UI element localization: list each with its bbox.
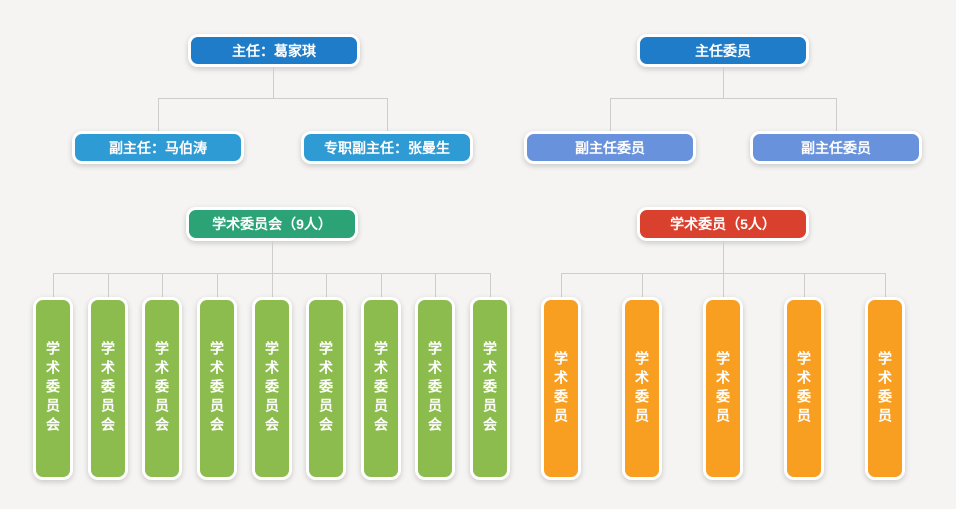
academic-committee-header-node[interactable]: 学术委员会（9人） bbox=[186, 207, 358, 241]
academic-committee-member-column[interactable]: 学术委员会 bbox=[197, 297, 237, 480]
connector-line bbox=[723, 273, 724, 297]
academic-committee-member-column[interactable]: 学术委员会 bbox=[33, 297, 73, 480]
connector-line bbox=[723, 67, 724, 98]
director-node[interactable]: 主任：葛家琪 bbox=[188, 34, 360, 67]
connector-line bbox=[272, 273, 273, 297]
academic-member-header-node[interactable]: 学术委员（5人） bbox=[637, 207, 809, 241]
deputy-chief-member-node-2[interactable]: 副主任委员 bbox=[750, 131, 922, 164]
connector-line bbox=[610, 98, 837, 99]
connector-line bbox=[217, 273, 218, 297]
connector-line bbox=[804, 273, 805, 297]
connector-line bbox=[158, 98, 159, 131]
academic-member-column[interactable]: 学术委员 bbox=[784, 297, 824, 480]
chief-member-node[interactable]: 主任委员 bbox=[637, 34, 809, 67]
connector-line bbox=[53, 273, 54, 297]
fulltime-deputy-director-node[interactable]: 专职副主任：张曼生 bbox=[301, 131, 473, 164]
connector-line bbox=[885, 273, 886, 297]
connector-line bbox=[561, 273, 562, 297]
connector-line bbox=[490, 273, 491, 297]
academic-committee-member-column[interactable]: 学术委员会 bbox=[415, 297, 455, 480]
connector-line bbox=[387, 98, 388, 131]
academic-member-column[interactable]: 学术委员 bbox=[865, 297, 905, 480]
connector-line bbox=[836, 98, 837, 131]
connector-line bbox=[610, 98, 611, 131]
academic-committee-member-column[interactable]: 学术委员会 bbox=[470, 297, 510, 480]
connector-line bbox=[381, 273, 382, 297]
connector-line bbox=[723, 241, 724, 273]
connector-line bbox=[435, 273, 436, 297]
connector-line bbox=[162, 273, 163, 297]
academic-committee-member-column[interactable]: 学术委员会 bbox=[252, 297, 292, 480]
academic-member-column[interactable]: 学术委员 bbox=[703, 297, 743, 480]
academic-committee-member-column[interactable]: 学术委员会 bbox=[361, 297, 401, 480]
deputy-chief-member-node-1[interactable]: 副主任委员 bbox=[524, 131, 696, 164]
academic-committee-member-column[interactable]: 学术委员会 bbox=[306, 297, 346, 480]
academic-member-column[interactable]: 学术委员 bbox=[541, 297, 581, 480]
academic-committee-member-column[interactable]: 学术委员会 bbox=[142, 297, 182, 480]
academic-committee-member-column[interactable]: 学术委员会 bbox=[88, 297, 128, 480]
academic-member-column[interactable]: 学术委员 bbox=[622, 297, 662, 480]
connector-line bbox=[272, 241, 273, 273]
connector-line bbox=[273, 67, 274, 98]
connector-line bbox=[108, 273, 109, 297]
connector-line bbox=[158, 98, 388, 99]
deputy-director-node[interactable]: 副主任：马伯涛 bbox=[72, 131, 244, 164]
connector-line bbox=[642, 273, 643, 297]
connector-line bbox=[326, 273, 327, 297]
